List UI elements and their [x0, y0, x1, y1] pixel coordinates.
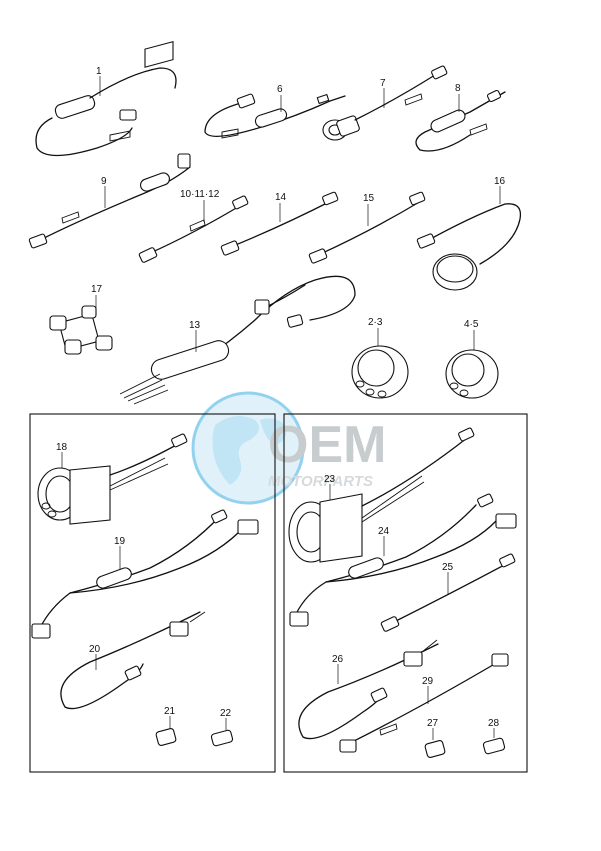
part-4-5-ring — [445, 330, 499, 399]
part-15-cable — [308, 191, 426, 264]
callout-15: 15 — [363, 193, 375, 204]
callout-29: 29 — [422, 676, 434, 687]
callout-17: 17 — [91, 284, 103, 295]
callout-16: 16 — [494, 176, 506, 187]
part-17-tee-connector — [49, 295, 113, 355]
part-13-harness — [119, 275, 356, 405]
callout-27: 27 — [427, 718, 439, 729]
callout-9: 9 — [101, 176, 107, 187]
callout-19: 19 — [114, 536, 126, 547]
part-10-12-cable — [138, 195, 249, 263]
watermark-tagline: MOTORPARTS — [268, 473, 373, 490]
callout-22: 22 — [220, 708, 232, 719]
right-group-frame — [283, 413, 528, 773]
callout-13: 13 — [189, 320, 201, 331]
part-8-cable — [415, 89, 506, 152]
part-29-cable — [339, 653, 509, 753]
part-7-sensor — [322, 65, 448, 141]
callout-14: 14 — [275, 192, 287, 203]
part-9-cable — [28, 153, 191, 249]
part-23-gauge — [288, 427, 475, 563]
part-20-cable — [60, 611, 206, 710]
callout-26: 26 — [332, 654, 344, 665]
callout-4-5: 4·5 — [464, 319, 479, 330]
callout-1: 1 — [96, 66, 102, 77]
callout-20: 20 — [89, 644, 101, 655]
watermark: OEM MOTORPARTS — [191, 391, 386, 505]
callout-2-3: 2·3 — [368, 317, 383, 328]
callout-24: 24 — [378, 526, 390, 537]
callout-28: 28 — [488, 718, 500, 729]
part-16-sensor — [416, 186, 522, 291]
part-25-cable — [380, 553, 516, 632]
callout-10-12: 10·11·12 — [180, 189, 220, 200]
callout-25: 25 — [442, 562, 454, 573]
callout-18: 18 — [56, 442, 68, 453]
part-2-3-ring — [351, 328, 409, 399]
part-24-harness — [289, 493, 517, 627]
part-26-cable — [298, 639, 439, 740]
watermark-brand: OEM — [268, 416, 386, 474]
callout-23: 23 — [324, 474, 336, 485]
callout-7: 7 — [380, 78, 386, 89]
left-group-frame — [29, 413, 276, 773]
part-6-cable — [204, 93, 346, 139]
part-22-connector — [210, 718, 234, 747]
part-1-cable — [35, 40, 177, 157]
part-28-connector — [482, 728, 506, 755]
callout-8: 8 — [455, 83, 461, 94]
part-19-harness — [31, 509, 259, 639]
callout-21: 21 — [164, 706, 176, 717]
part-14-cable — [220, 191, 339, 256]
part-21-connector — [155, 716, 177, 746]
part-27-connector — [424, 728, 446, 758]
callout-6: 6 — [277, 84, 283, 95]
part-18-gauge — [37, 433, 188, 525]
